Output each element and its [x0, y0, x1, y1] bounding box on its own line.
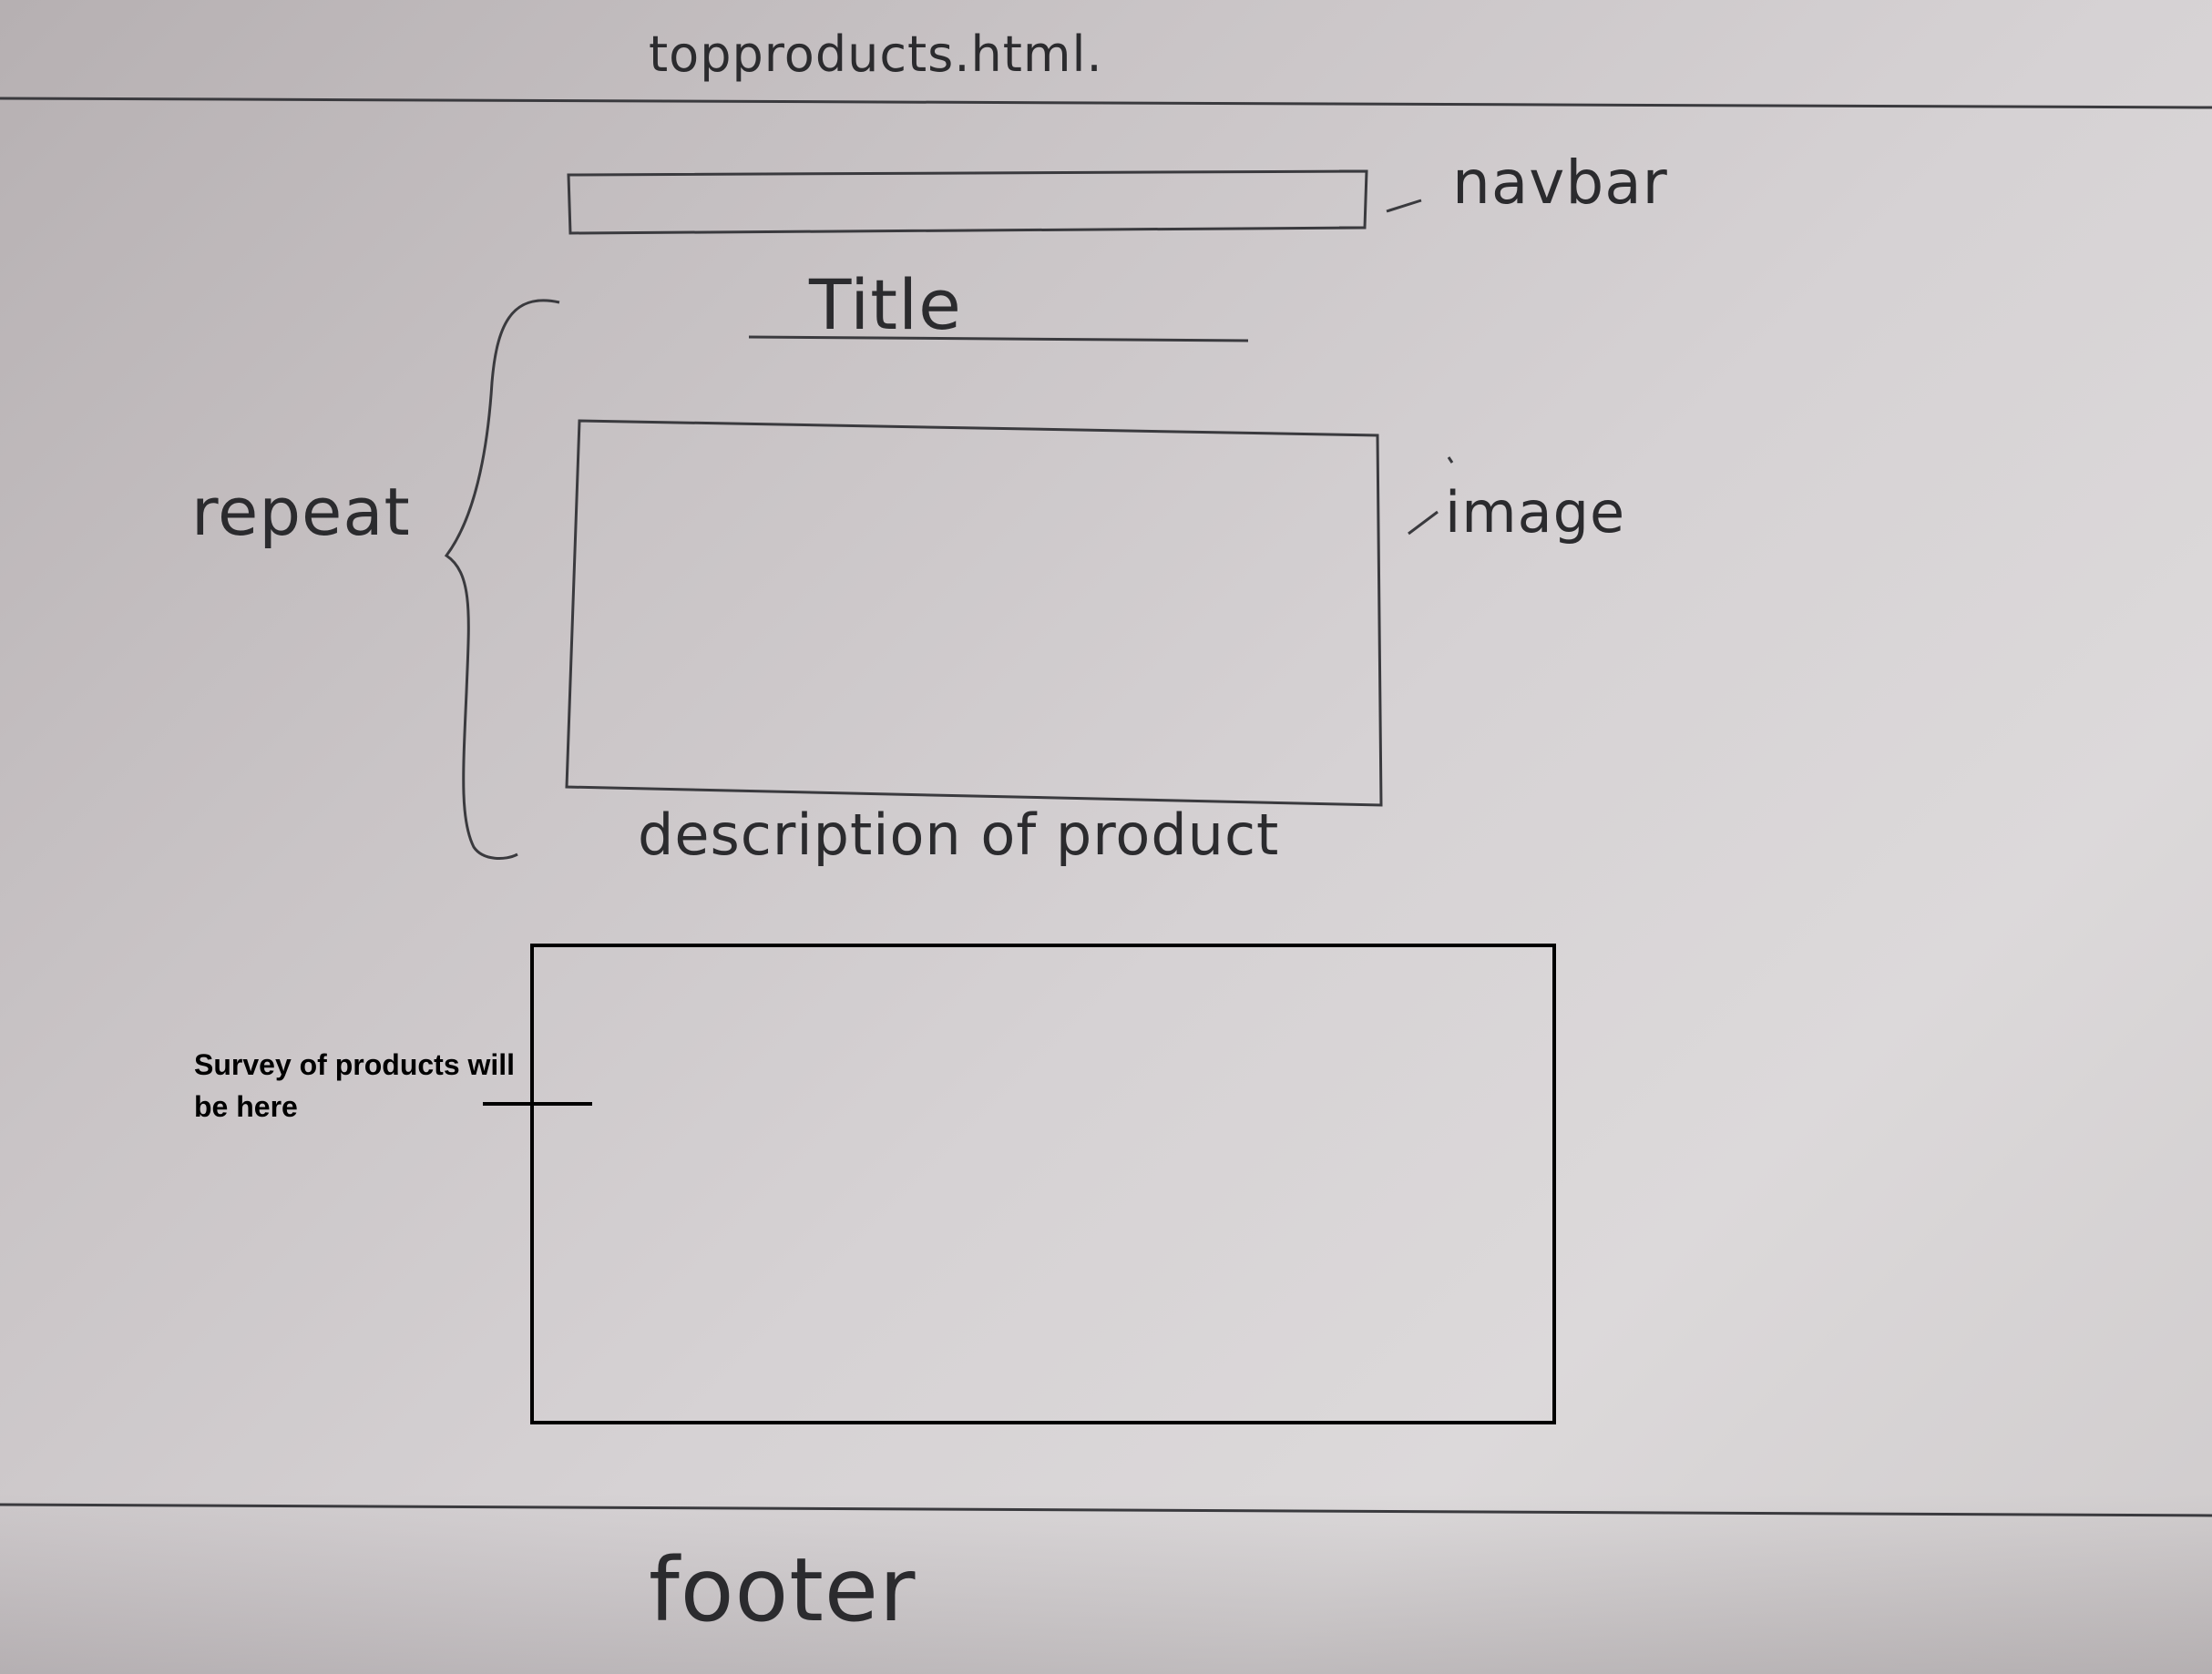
title-label: Title [809, 264, 962, 345]
image-pointer [1408, 456, 1454, 536]
title-underline [748, 335, 1249, 342]
footer-divider-line [0, 1503, 2212, 1517]
survey-note-line1: Survey of products will [194, 1048, 516, 1081]
survey-note-line2: be here [194, 1090, 298, 1123]
survey-box [530, 944, 1556, 1424]
navbar-box-bracket [1339, 169, 1367, 230]
image-box [565, 419, 1383, 807]
header-divider-line [0, 97, 2212, 109]
repeat-label: repeat [191, 474, 411, 550]
survey-note: Survey of products will be here [194, 1044, 515, 1128]
navbar-label: navbar [1452, 148, 1668, 218]
navbar-box [567, 169, 1368, 235]
repeat-brace [444, 299, 560, 860]
filename-label: topproducts.html. [649, 26, 1103, 83]
navbar-pointer [1386, 199, 1422, 213]
description-label: description of product [638, 801, 1280, 868]
paper-shadow [0, 1494, 2212, 1674]
image-label: image [1445, 479, 1626, 546]
footer-label: footer [649, 1539, 917, 1641]
